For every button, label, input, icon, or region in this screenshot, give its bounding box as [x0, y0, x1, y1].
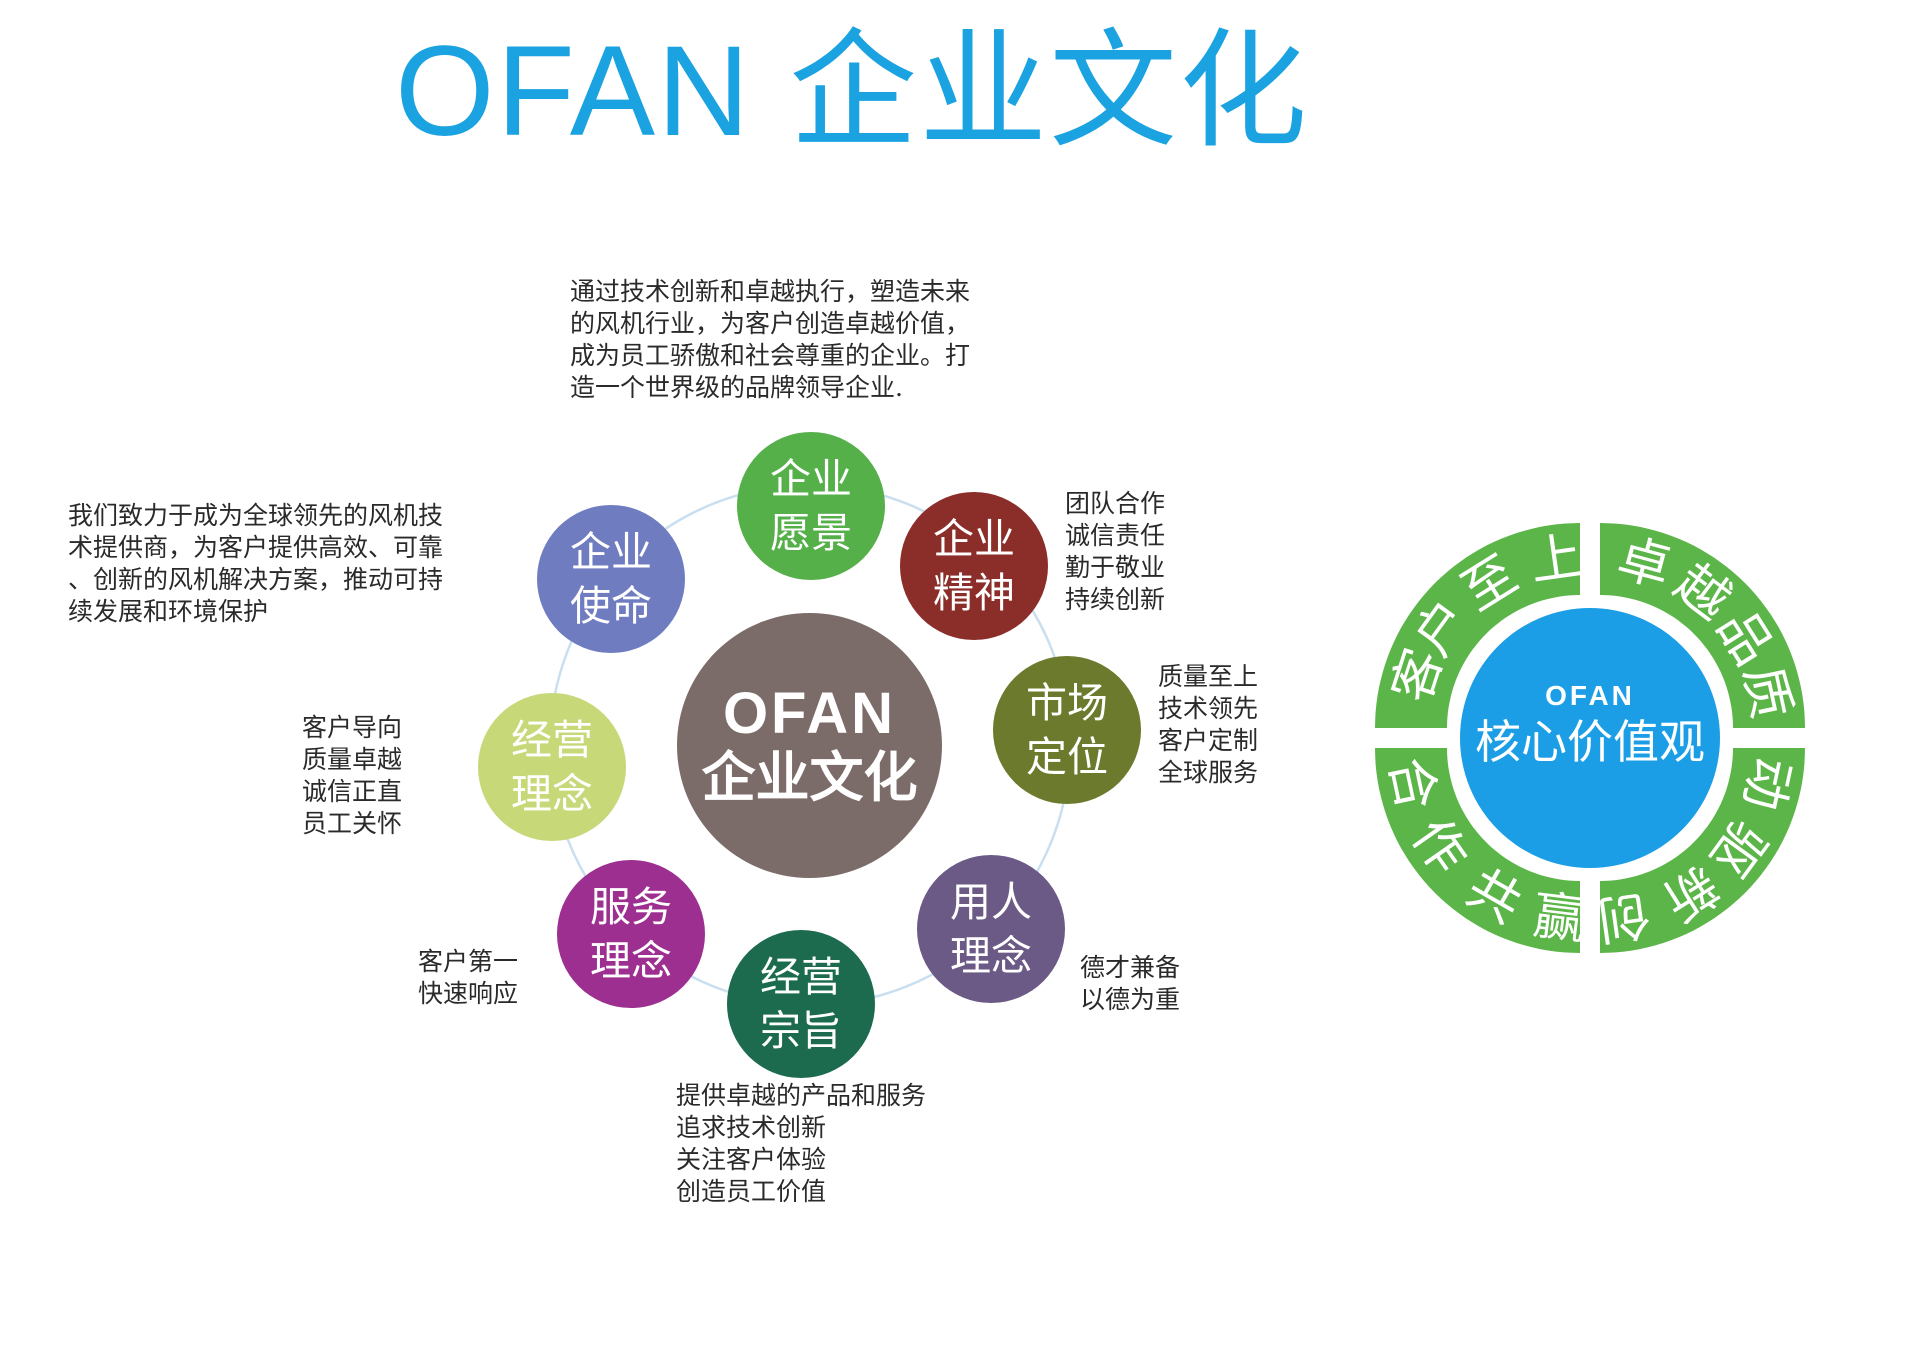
page-title: OFAN 企业文化 [395, 20, 1310, 163]
center-hub-zh: 企业文化 [701, 745, 918, 809]
node-vision: 企业 愿景 [737, 432, 885, 580]
node-purpose: 经营 宗旨 [727, 930, 875, 1078]
segment-char: 合 [1377, 752, 1447, 815]
segment-char: 动 [1732, 752, 1802, 815]
center-hub: OFAN 企业文化 [677, 613, 942, 878]
node-concept: 经营 理念 [478, 693, 626, 841]
desc-vision: 通过技术创新和卓越执行，塑造未来 的风机行业，为客户创造卓越价值， 成为员工骄傲… [570, 277, 971, 402]
node-service: 服务 理念 [557, 860, 705, 1008]
desc-purpose: 提供卓越的产品和服务 追求技术创新 关注客户体验 创造员工价值 [676, 1081, 927, 1206]
core-title-text: 核心价值观 [1475, 715, 1705, 769]
desc-people: 德才兼备 以德为重 [1080, 953, 1181, 1014]
segment-char: 上 [1526, 526, 1586, 593]
core-value-segment-3 [1600, 748, 1805, 953]
desc-market: 质量至上 技术领先 客户定制 全球服务 [1158, 662, 1259, 787]
desc-mission: 我们致力于成为全球领先的风机技 术提供商，为客户提供高效、可靠 、创新的风机解决… [68, 501, 444, 626]
core-value-segment-4 [1375, 748, 1580, 953]
node-market: 市场 定位 [993, 656, 1141, 804]
segment-char: 质 [1732, 661, 1802, 724]
node-spirit: 企业 精神 [900, 492, 1048, 640]
desc-spirit: 团队合作 诚信责任 勤于敬业 持续创新 [1065, 489, 1166, 614]
center-hub-en: OFAN [722, 680, 897, 746]
core-brand-text: OFAN [1545, 680, 1635, 711]
segment-char: 创 [1594, 883, 1654, 950]
core-values-ring: OFAN 核心价值观 客 户 至 上 卓 越 品 质 动 驱 新 创 合 作 共… [1375, 523, 1805, 953]
core-value-segment-1 [1375, 523, 1580, 728]
core-value-segment-2 [1600, 523, 1805, 728]
core-values-center [1460, 608, 1720, 868]
desc-service: 客户第一 快速响应 [418, 947, 519, 1008]
node-mission: 企业 使命 [537, 505, 685, 653]
desc-concept: 客户导向 质量卓越 诚信正直 员工关怀 [302, 713, 403, 838]
segment-char: 赢 [1530, 886, 1589, 952]
node-people: 用人 理念 [917, 855, 1065, 1003]
